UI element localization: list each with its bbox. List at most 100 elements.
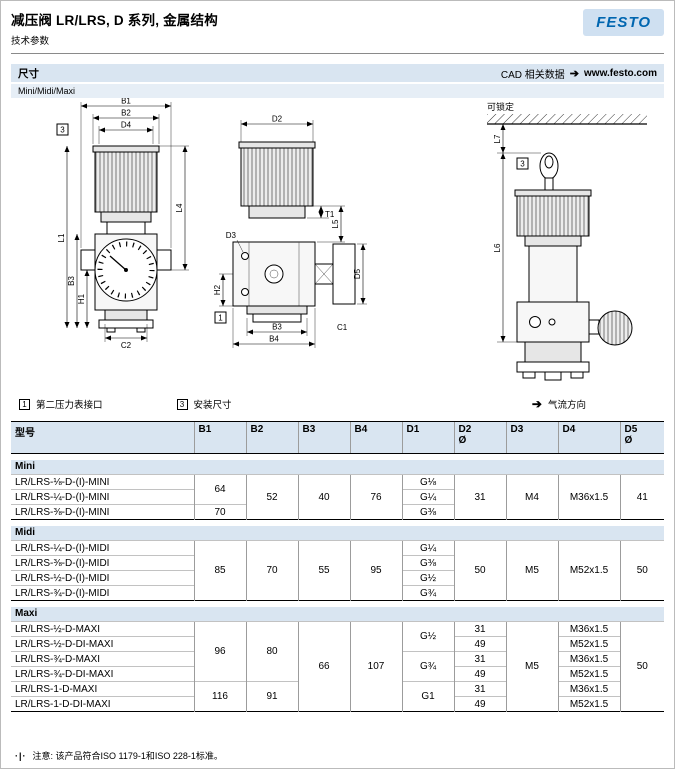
cell-d1: G¼ [401,540,454,556]
model-cell: LR/LRS-⅜-D-(I)-MINI [11,504,194,520]
cell-d4: M36x1.5 [557,474,620,520]
legend-mount-text: 安装尺寸 [193,400,232,411]
knob-side [240,147,314,207]
ref-3-marker: 3 [60,126,65,135]
dim-label-c2: C2 [121,341,132,350]
cell-b3: 40 [297,474,350,520]
table-row: LR/LRS-¼-D-(I)-MINI G¼ [11,489,664,505]
dim-label-d3: D3 [226,231,237,240]
table-row: LR/LRS-⅜-D-(I)-MINI 70 G⅜ [11,504,664,520]
table-row: LR/LRS-1-D-DI-MAXI 49 M52x1.5 [11,696,664,712]
legend-flow-text: 气流方向 [547,400,586,411]
side-hand-knob [597,310,633,346]
cell-d2: 49 [453,696,506,712]
dim-label-b1: B1 [121,98,131,106]
wall-hatch [487,114,647,124]
dim-label-t1: T1 [325,210,335,219]
model-cell: LR/LRS-⅛-D-(I)-MINI [11,474,194,490]
front-view-drawing: B1 B2 D4 3 [56,98,189,350]
page-subtitle: 技术参数 [11,36,50,47]
group-row-mini: Mini [11,459,664,475]
cell-d1: G⅜ [401,504,454,520]
table-row: LR/LRS-¾-D-MAXI G¾ 31 M36x1.5 [11,651,664,682]
dim-label-d5: D5 [353,268,362,279]
legend-airflow: ➔ 气流方向 [532,397,586,411]
variant-bar: Mini/Midi/Maxi [11,84,664,98]
dim-label-d4: D4 [121,121,132,130]
model-cell: LR/LRS-½-D-MAXI [11,621,194,637]
model-cell: LR/LRS-¼-D-(I)-MINI [11,489,194,505]
cell-d5: 50 [619,540,664,601]
dim-label-l7: L7 [493,134,502,143]
airflow-arrow-icon: ➔ [531,397,542,411]
group-label: Maxi [11,606,664,622]
cell-d2: 31 [453,474,506,520]
port-right [156,249,172,271]
col-header-b4: B4 [349,421,402,454]
drawing-legend: 1 第二压力表接口 3 安装尺寸 ➔ 气流方向 [11,395,664,413]
lockable-knob [516,195,590,237]
col-header-b1: B1 [193,421,246,454]
cell-d1: G¾ [401,585,454,601]
legend-mounting: 3 安装尺寸 [176,397,232,411]
cell-d4: M52x1.5 [557,666,620,682]
cell-b3: 55 [297,540,350,601]
ref-1-box: 1 [19,398,30,410]
group-row-maxi: Maxi [11,606,664,622]
cell-d1: G⅜ [401,555,454,571]
cell-b1: 116 [193,681,246,712]
cell-d2: 31 [453,681,506,697]
cell-b4: 76 [349,474,402,520]
cell-d1: G¼ [401,489,454,505]
dim-label-b3-side: B3 [272,323,282,332]
table-row: LR/LRS-¼-D-(I)-MIDI 85 70 55 95 G¼ 50 M5… [11,540,664,601]
dim-label-l1: L1 [57,233,66,242]
cell-d1: G⅛ [401,474,454,490]
lockable-label: 可锁定 [487,101,514,112]
table-row: LR/LRS-⅛-D-(I)-MINI 64 52 40 76 G⅛ 31 M4… [11,474,664,520]
port-left [80,249,96,271]
table-row: LR/LRS-½-D-(I)-MIDI G½ [11,570,664,586]
cell-d4: M52x1.5 [557,696,620,712]
dim-label-c1: C1 [337,323,348,332]
table-row: LR/LRS-½-D-DI-MAXI 49 M52x1.5 [11,636,664,652]
ref-3-marker-lockable: 3 [520,160,525,169]
col-header-model: 型号 [11,421,194,454]
cad-data-group: CAD 相关数据 ➔ www.festo.com [501,66,657,81]
cell-d1: G1 [401,681,454,712]
group-label: Mini [11,459,664,475]
footnote-text: 注意: 该产品符合ISO 1179-1和ISO 228-1标准。 [32,751,223,761]
group-label: Midi [11,525,664,541]
technical-drawing-svg: B1 B2 D4 3 [56,98,647,381]
col-header-d1: D1 [401,421,454,454]
dim-label-b3-front: B3 [67,276,76,286]
cad-label: CAD 相关数据 [500,69,565,81]
cell-b2: 80 [245,621,298,682]
knob-rim [92,145,160,153]
dim-label-l5: L5 [331,219,340,228]
gauge-needle [109,255,127,271]
cell-d2: 49 [453,666,506,682]
port-front [264,264,284,284]
cell-d2: 49 [453,636,506,652]
table-row: LR/LRS-⅜-D-(I)-MIDI G⅜ [11,555,664,571]
col-header-b3: B3 [297,421,350,454]
cell-b2: 70 [245,540,298,601]
cell-b4: 95 [349,540,402,601]
ref-3-box: 3 [176,398,188,410]
festo-website-link[interactable]: www.festo.com [584,67,657,79]
cell-d4: M52x1.5 [557,636,620,652]
dim-label-h1: H1 [77,293,86,304]
dim-label-l6: L6 [493,243,502,252]
cell-d1: G¾ [401,651,454,682]
page-title: 减压阀 LR/LRS, D 系列, 金属结构 [11,13,218,28]
cell-d3: M5 [505,540,558,601]
model-cell: LR/LRS-1-D-DI-MAXI [11,696,194,712]
cell-d2: 50 [453,540,506,601]
dim-label-l4: L4 [175,203,184,212]
